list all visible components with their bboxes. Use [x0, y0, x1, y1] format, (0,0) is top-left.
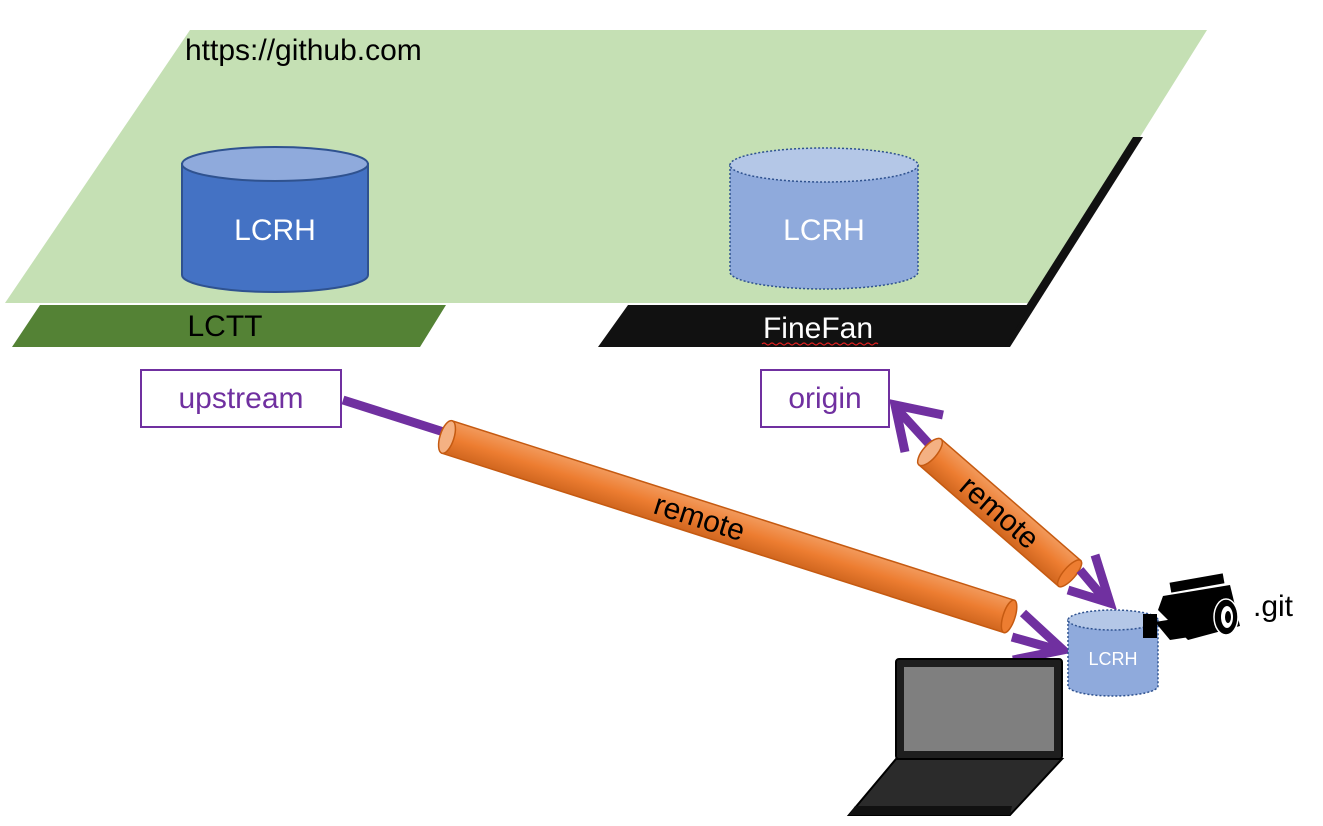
lctt-org-bar: [12, 305, 446, 347]
finefan-plane-edge: [1000, 137, 1143, 347]
upstream-pipe-label: remote: [650, 488, 749, 548]
local-repo-label: LCRH: [1088, 649, 1137, 669]
origin-pipe-label: remote: [953, 470, 1045, 556]
security-camera-icon: [1143, 573, 1240, 640]
upstream-connector-line: [341, 395, 452, 439]
origin-arrow-line: [894, 406, 934, 449]
upstream-repo-cylinder: LCRH: [181, 146, 369, 293]
spellcheck-underline: [761, 342, 879, 346]
upstream-repo-label: LCRH: [234, 214, 316, 247]
origin-to-local-arrowhead: [1066, 553, 1117, 610]
fork-repo-cylinder: LCRH: [729, 147, 919, 290]
upstream-to-local-arrowhead: [1012, 609, 1073, 665]
origin-arrowhead: [889, 399, 944, 453]
git-dir-label: .git: [1253, 590, 1294, 623]
upstream-to-local-arrow-line: [1010, 632, 1060, 655]
origin-remote-label: origin: [760, 369, 890, 428]
laptop-icon: [846, 658, 1065, 816]
lctt-org-label: LCTT: [188, 310, 263, 343]
upstream-remote-label: upstream: [140, 369, 342, 428]
origin-remote-pipe: remote: [916, 437, 1083, 588]
finefan-org-label: FineFan: [763, 312, 873, 345]
github-url-label: https://github.com: [185, 34, 422, 67]
fork-repo-label: LCRH: [783, 214, 865, 247]
local-repo-cylinder: LCRH: [1067, 609, 1159, 697]
finefan-org-bar: [598, 305, 1030, 347]
